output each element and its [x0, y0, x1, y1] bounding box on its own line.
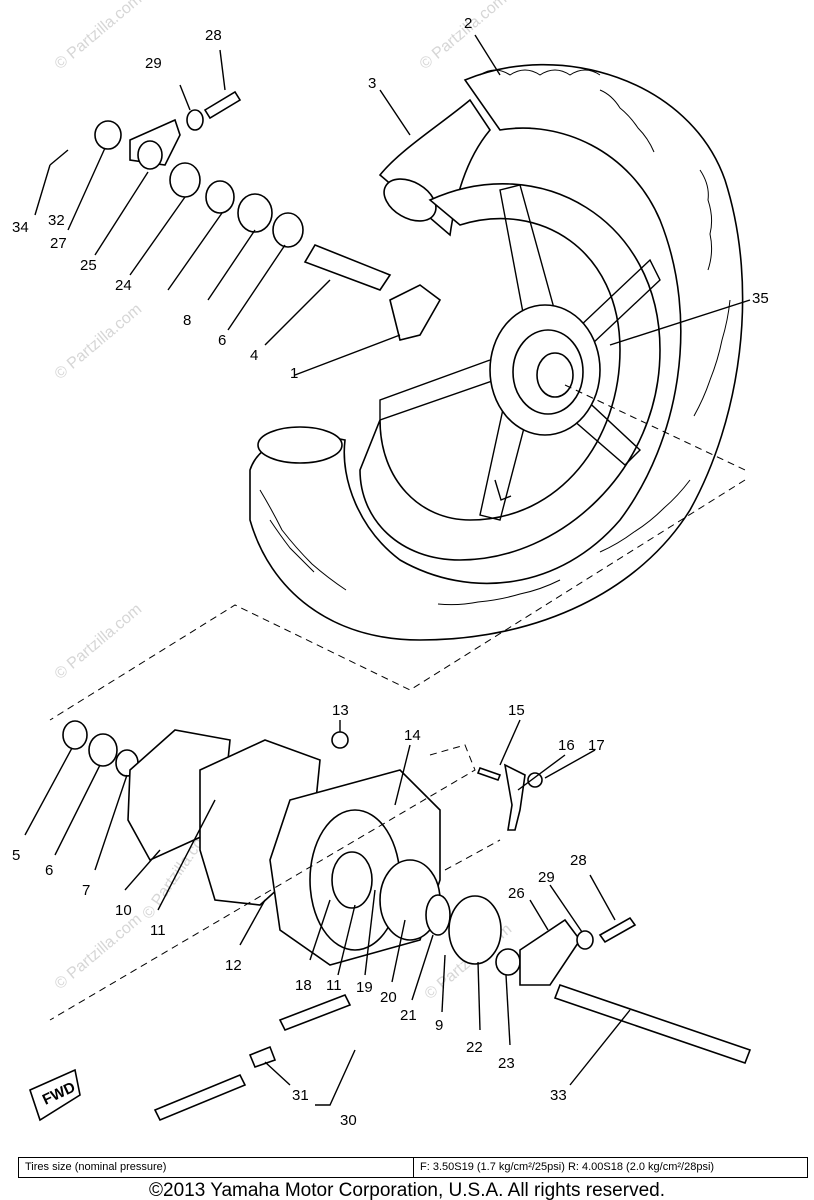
callout-34: 34: [12, 219, 29, 236]
callout-18: 18: [295, 977, 312, 994]
fwd-arrow: FWD: [29, 1068, 81, 1122]
callouts: 1 2 3 4 5 6 6 7 8 9 10 11 11 12 13 14 15…: [12, 15, 769, 1129]
callout-11-center: 11: [326, 977, 342, 994]
watermark: © Partzilla.com: [52, 601, 146, 683]
callout-13: 13: [332, 702, 349, 719]
lower-hub-assembly: [49, 720, 752, 1065]
leader-lines: [24, 34, 751, 1086]
callout-19: 19: [356, 979, 373, 996]
callout-23: 23: [498, 1055, 515, 1072]
callout-28-lower: 28: [570, 852, 587, 869]
callout-11-left: 11: [150, 922, 166, 939]
watermark: © Partzilla.com: [52, 0, 146, 73]
callout-33: 33: [550, 1087, 567, 1104]
watermark: © Partzilla.com: [52, 301, 146, 383]
rear-wheel-exploded-diagram: © Partzilla.com © Partzilla.com © Partzi…: [12, 0, 769, 1129]
callout-27: 27: [50, 235, 67, 252]
watermark: © Partzilla.com: [52, 911, 146, 993]
callout-9: 9: [435, 1017, 443, 1034]
callout-5: 5: [12, 847, 20, 864]
callout-14: 14: [404, 727, 421, 744]
callout-25: 25: [80, 257, 97, 274]
callout-32: 32: [48, 212, 65, 229]
callout-12: 12: [225, 957, 242, 974]
callout-26: 26: [508, 885, 525, 902]
callout-2: 2: [464, 15, 472, 32]
callout-15: 15: [508, 702, 525, 719]
callout-29-lower: 29: [538, 869, 555, 886]
callout-35: 35: [752, 290, 769, 307]
tire-size-label: Tires size (nominal pressure): [19, 1158, 414, 1177]
callout-16: 16: [558, 737, 575, 754]
callout-3: 3: [368, 75, 376, 92]
callout-10: 10: [115, 902, 132, 919]
callout-24: 24: [115, 277, 132, 294]
callout-20: 20: [380, 989, 397, 1006]
callout-6-upper: 6: [218, 332, 226, 349]
upper-axle-parts: [49, 90, 442, 341]
callout-6-lower: 6: [45, 862, 53, 879]
callout-21: 21: [400, 1007, 417, 1024]
callout-28-upper: 28: [205, 27, 222, 44]
rear-wheel: [49, 63, 746, 721]
drive-chain: [153, 993, 356, 1122]
callout-17: 17: [588, 737, 605, 754]
callout-1: 1: [290, 365, 298, 382]
callout-29-upper: 29: [145, 55, 162, 72]
callout-31: 31: [292, 1087, 309, 1104]
tire-size-table: Tires size (nominal pressure) F: 3.50S19…: [18, 1157, 808, 1178]
copyright-notice: ©2013 Yamaha Motor Corporation, U.S.A. A…: [149, 1180, 665, 1200]
callout-4: 4: [250, 347, 258, 364]
callout-7: 7: [82, 882, 90, 899]
watermark: © Partzilla.com: [417, 0, 511, 73]
callout-8: 8: [183, 312, 191, 329]
callout-30: 30: [340, 1112, 357, 1129]
callout-22: 22: [466, 1039, 483, 1056]
tire-size-value: F: 3.50S19 (1.7 kg/cm²/25psi) R: 4.00S18…: [420, 1161, 715, 1173]
